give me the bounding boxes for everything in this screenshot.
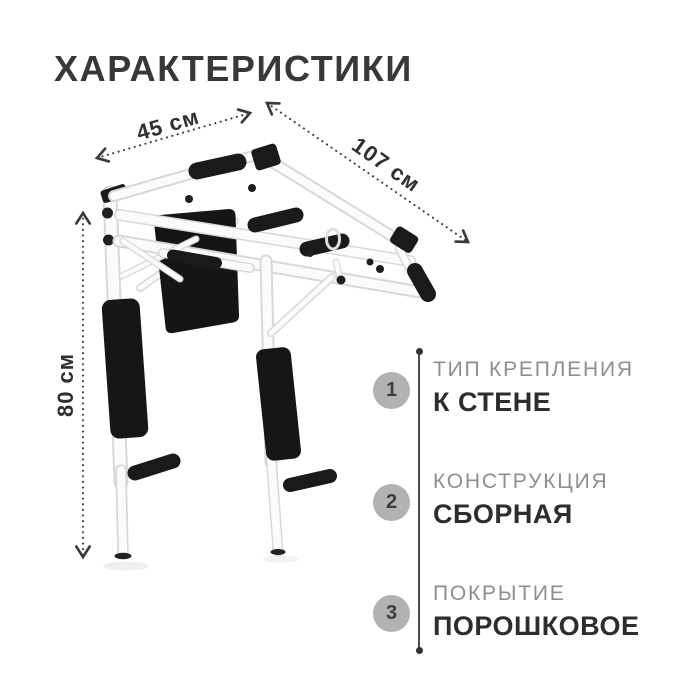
grip-middle-1 — [247, 207, 304, 233]
spec-badge-3: 3 — [373, 595, 410, 632]
left-foot-cap — [114, 552, 132, 560]
spec-value: СБОРНАЯ — [433, 499, 573, 529]
dimension-label-height: 80 см — [53, 352, 78, 418]
spec-number: 2 — [385, 491, 398, 513]
right-dip-handle — [283, 469, 337, 492]
floor-shadows — [103, 555, 299, 571]
left-post — [101, 298, 181, 560]
page-title: ХАРАКТЕРИСТИКИ — [54, 48, 413, 89]
dip-bar — [158, 248, 255, 273]
spec-value: К СТЕНЕ — [433, 387, 552, 417]
spec-name: ПОКРЫТИЕ — [433, 582, 566, 605]
spec-badge-1: 1 — [373, 372, 410, 409]
grip-top-left — [188, 153, 247, 180]
left-dip-handle — [127, 453, 181, 481]
spec-name: ТИП КРЕПЛЕНИЯ — [433, 358, 634, 381]
spec-divider-line — [415, 348, 423, 654]
left-arm-pad — [101, 298, 149, 439]
spec-badge-2: 2 — [373, 484, 410, 521]
right-post — [256, 254, 337, 557]
grip-dip-right — [407, 263, 436, 302]
spec-item-mount-type: ТИП КРЕПЛЕНИЯ К СТЕНЕ — [433, 356, 688, 419]
right-arm-pad — [256, 347, 301, 461]
spec-number: 3 — [385, 602, 398, 624]
dimension-arrows — [75, 101, 471, 560]
spec-value: ПОРОШКОВОЕ — [433, 611, 640, 641]
right-foot-cap — [270, 549, 286, 555]
back-pad — [153, 209, 240, 334]
frame-cap-right — [390, 226, 419, 253]
spec-item-construction: КОНСТРУКЦИЯ СБОРНАЯ — [433, 468, 688, 531]
spec-name: КОНСТРУКЦИЯ — [433, 470, 609, 493]
spec-item-coating: ПОКРЫТИЕ ПОРОШКОВОЕ — [433, 580, 688, 643]
spec-number: 1 — [385, 379, 398, 401]
